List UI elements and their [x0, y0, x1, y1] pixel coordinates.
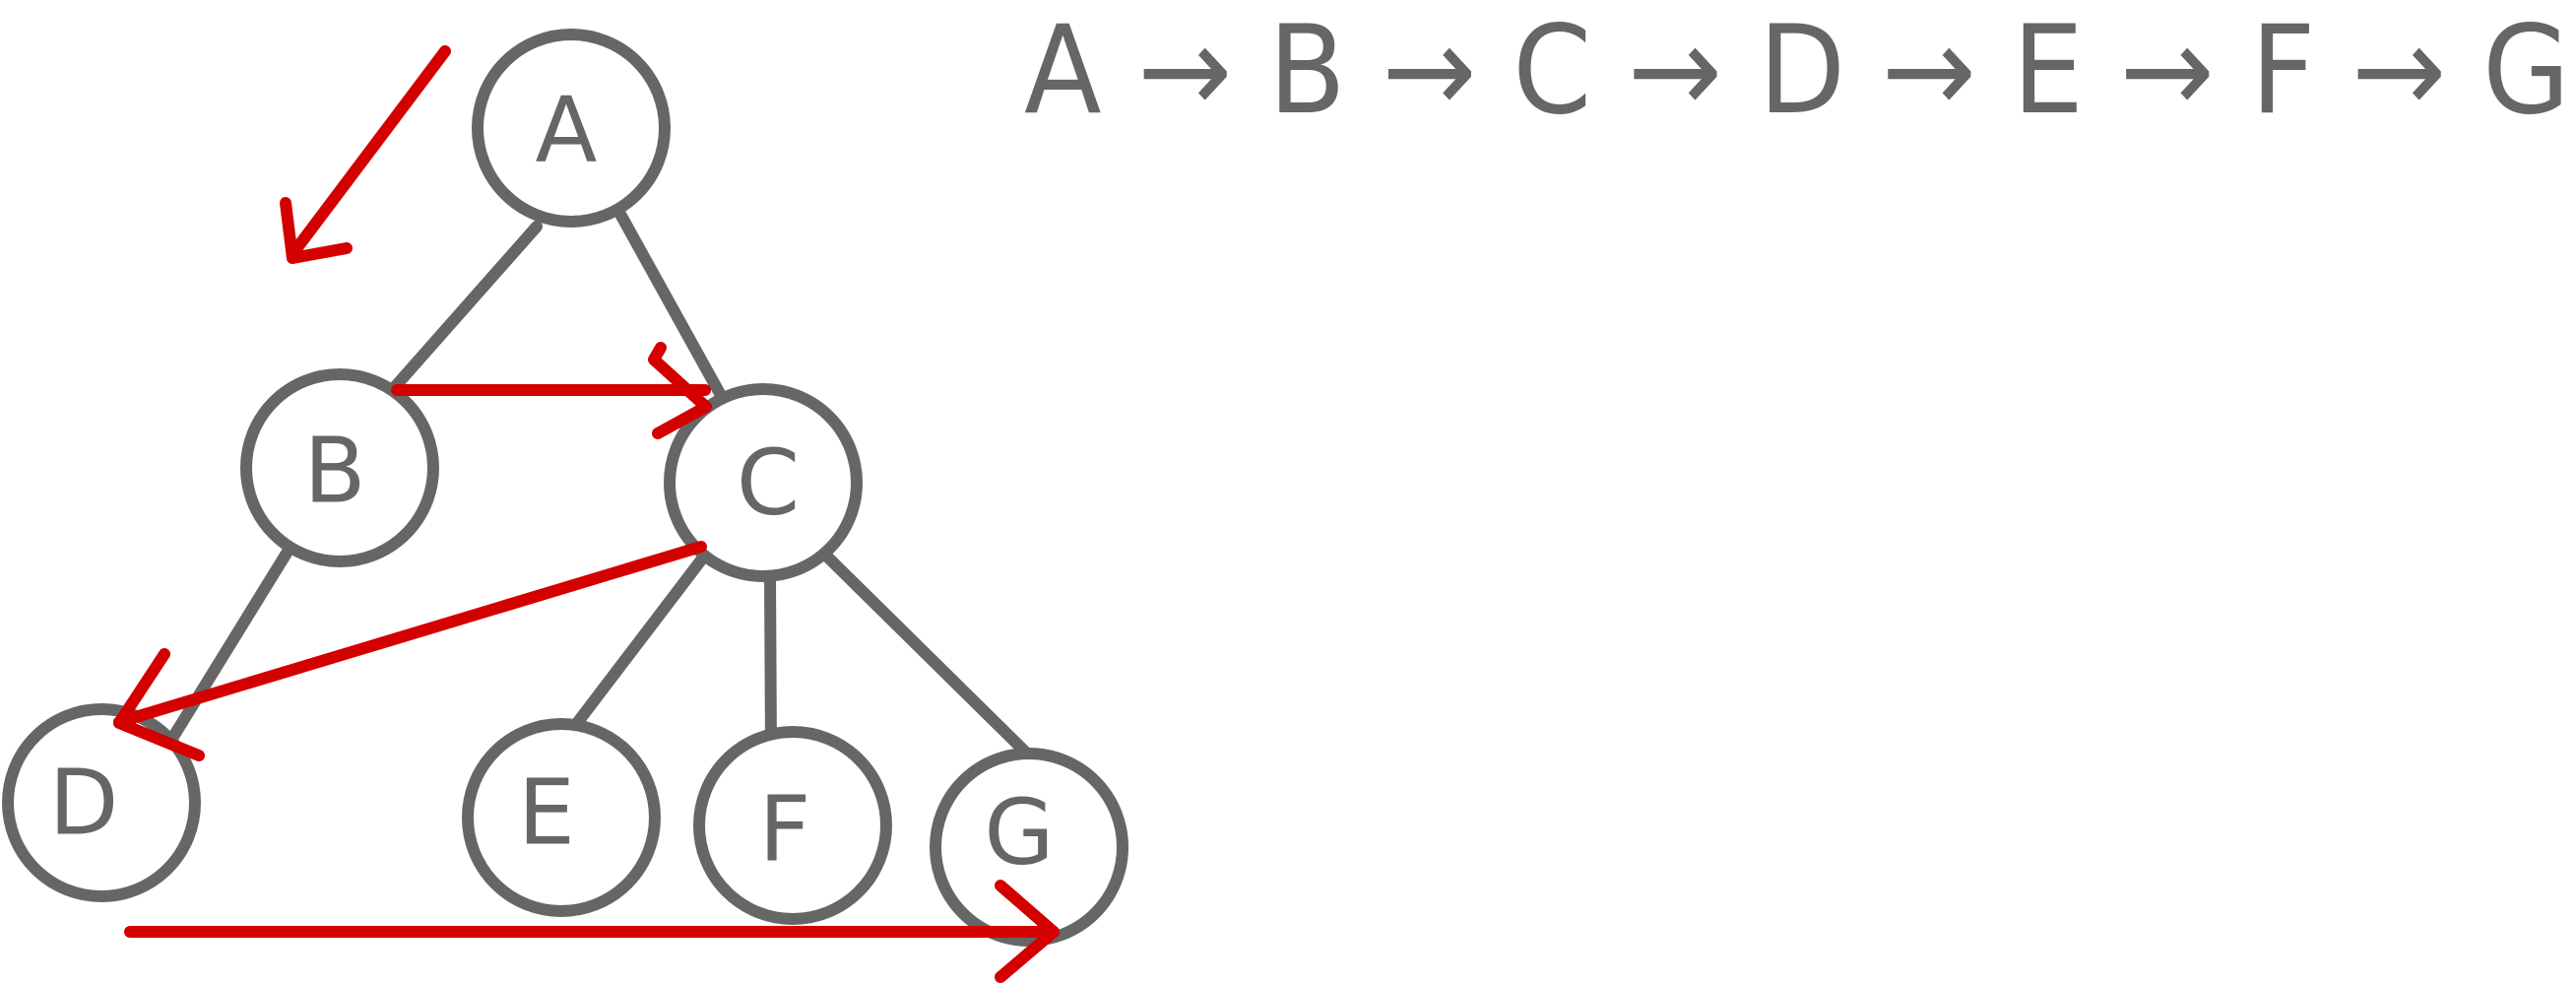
edge-c-e	[565, 552, 709, 737]
b-to-c-arrow	[391, 342, 712, 439]
bottom-level-arrow-head	[995, 880, 1060, 983]
b-to-c-arrow-head	[648, 342, 712, 439]
edge-a-c	[612, 203, 739, 423]
start-arrow-shaft	[287, 45, 451, 260]
node-d-circle	[2, 703, 201, 902]
edge-c-f	[764, 570, 777, 757]
edge-b-d	[167, 546, 293, 743]
node-c-circle	[664, 383, 863, 582]
node-f-label: F	[759, 777, 811, 883]
node-a: A	[472, 29, 671, 228]
start-arrow	[280, 45, 451, 264]
node-d: D	[2, 703, 201, 902]
c-to-d-arrow-shaft	[113, 541, 707, 728]
edge-c-g	[821, 551, 1035, 761]
node-e-circle	[462, 718, 661, 917]
node-c: C	[664, 383, 863, 582]
node-a-label: A	[536, 78, 598, 183]
node-d-label: D	[49, 751, 119, 856]
node-b-circle	[240, 368, 439, 567]
start-arrow-head	[280, 197, 353, 264]
node-b: B	[240, 368, 439, 567]
node-f: F	[693, 726, 892, 925]
node-e: E	[462, 718, 661, 917]
node-g: G	[930, 748, 1128, 947]
edge-a-b	[380, 221, 543, 403]
node-e-label: E	[518, 760, 575, 866]
tree-nodes: A B C D E F G	[2, 29, 1128, 947]
c-to-d-arrow-head	[113, 648, 205, 761]
traversal-sequence: A → B → C → D → E → F → G	[1024, 0, 2570, 142]
node-f-circle	[693, 726, 892, 925]
node-g-circle	[930, 748, 1128, 947]
node-g-label: G	[984, 780, 1054, 886]
bottom-level-arrow	[124, 880, 1060, 983]
node-b-label: B	[303, 419, 365, 524]
tree-edges	[167, 203, 1035, 761]
node-c-label: C	[737, 430, 800, 536]
node-a-circle	[472, 29, 671, 228]
traversal-arrows	[113, 45, 1060, 983]
c-to-d-arrow	[113, 541, 707, 761]
